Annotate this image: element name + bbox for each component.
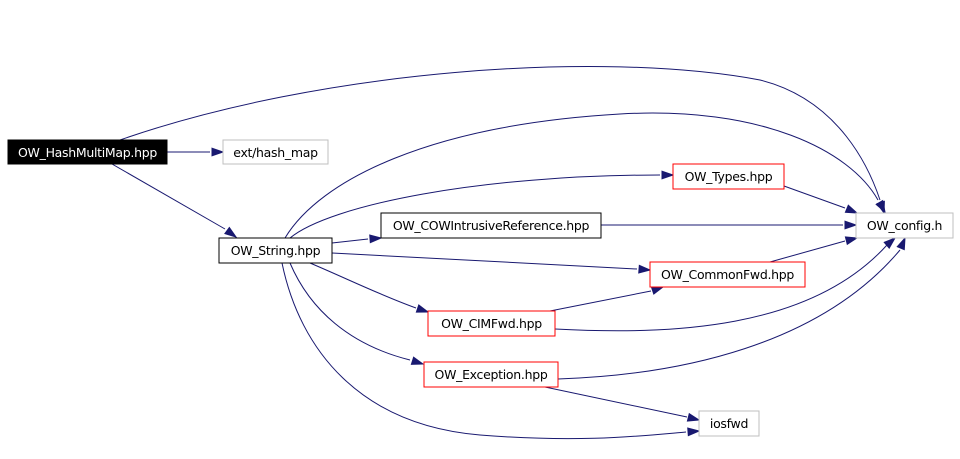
edge-string-to-cowref: [331, 238, 369, 244]
edge-exception-to-config-arrowhead: [896, 236, 906, 251]
node-ow-types-label: OW_Types.hpp: [685, 169, 773, 184]
edge-string-to-exception: [289, 262, 411, 361]
edge-exception-to-iosfwd: [544, 386, 688, 418]
edge-hashmultimap-to-config: [119, 66, 881, 201]
node-ow-cowintrusivereference-label: OW_COWIntrusiveReference.hpp: [393, 218, 590, 233]
edge-cowref-to-config-arrowhead: [844, 220, 858, 230]
edge-cimfwd-to-config: [554, 244, 888, 332]
node-ext-hash-map[interactable]: ext/hash_map: [222, 139, 329, 165]
edge-string-to-exception-arrowhead: [410, 356, 425, 365]
edge-string-to-types: [289, 174, 661, 239]
node-iosfwd-label: iosfwd: [710, 416, 748, 431]
edge-string-to-cimfwd: [309, 262, 417, 309]
node-ow-string-box: [218, 237, 333, 264]
edge-string-to-iosfwd: [281, 262, 687, 440]
node-iosfwd-box: [698, 410, 760, 437]
edges: [111, 66, 906, 440]
node-ow-cimfwd-box: [427, 310, 556, 337]
node-iosfwd[interactable]: iosfwd: [698, 410, 760, 437]
edge-string-to-types-arrowhead: [661, 170, 675, 180]
nodes: OW_HashMultiMap.hpp ext/hash_map OW_Stri…: [7, 139, 954, 437]
node-ow-cowintrusivereference[interactable]: OW_COWIntrusiveReference.hpp: [380, 212, 602, 239]
edge-types-to-config: [783, 185, 846, 209]
edge-hashmultimap-to-string: [111, 163, 226, 230]
edge-hashmultimap-to-hash_map-arrowhead: [211, 147, 225, 157]
edge-commonfwd-to-config-arrowhead: [844, 236, 859, 246]
edge-exception-to-iosfwd-arrowhead: [686, 412, 701, 422]
node-ow-cowintrusivereference-box: [380, 212, 602, 239]
node-ow-exception-box: [423, 361, 559, 388]
edge-hashmultimap-to-string-arrowhead: [224, 226, 238, 238]
node-ow-string-label: OW_String.hpp: [231, 243, 321, 258]
node-ow-hashmultimap[interactable]: OW_HashMultiMap.hpp: [7, 139, 168, 165]
node-ow-hashmultimap-box: [7, 139, 168, 165]
edge-string-to-cowref-arrowhead: [369, 234, 383, 244]
edge-string-to-commonfwd-arrowhead: [638, 264, 652, 274]
node-ow-types[interactable]: OW_Types.hpp: [672, 163, 785, 190]
edge-string-to-config-arrowhead: [875, 199, 886, 214]
node-ow-types-box: [672, 163, 785, 190]
node-ow-commonfwd-label: OW_CommonFwd.hpp: [661, 267, 794, 282]
node-ow-commonfwd[interactable]: OW_CommonFwd.hpp: [649, 261, 806, 288]
node-ow-hashmultimap-label: OW_HashMultiMap.hpp: [18, 145, 157, 160]
edge-types-to-config-arrowhead: [844, 204, 859, 214]
edge-commonfwd-to-config: [769, 240, 846, 263]
node-ow-cimfwd-label: OW_CIMFwd.hpp: [441, 316, 542, 331]
node-ow-string[interactable]: OW_String.hpp: [218, 237, 333, 264]
node-ext-hash-map-label: ext/hash_map: [233, 145, 318, 160]
node-ow-config-label: OW_config.h: [867, 218, 942, 233]
node-ow-exception-label: OW_Exception.hpp: [435, 367, 548, 382]
node-ext-hash-map-box: [222, 139, 329, 165]
edge-string-to-iosfwd-arrowhead: [687, 427, 701, 437]
node-ow-config-box: [855, 212, 954, 239]
node-ow-commonfwd-box: [649, 261, 806, 288]
node-ow-config[interactable]: OW_config.h: [855, 212, 954, 239]
edge-cimfwd-to-config-arrowhead: [883, 236, 897, 249]
edge-string-to-commonfwd: [331, 252, 638, 270]
edge-cimfwd-to-commonfwd-arrowhead: [650, 286, 665, 295]
edge-exception-to-config: [557, 249, 901, 380]
node-ow-exception[interactable]: OW_Exception.hpp: [423, 361, 559, 388]
edge-string-to-cimfwd-arrowhead: [415, 304, 430, 313]
edge-cimfwd-to-commonfwd: [549, 290, 652, 312]
edge-string-to-config: [284, 112, 879, 239]
node-ow-cimfwd[interactable]: OW_CIMFwd.hpp: [427, 310, 556, 337]
